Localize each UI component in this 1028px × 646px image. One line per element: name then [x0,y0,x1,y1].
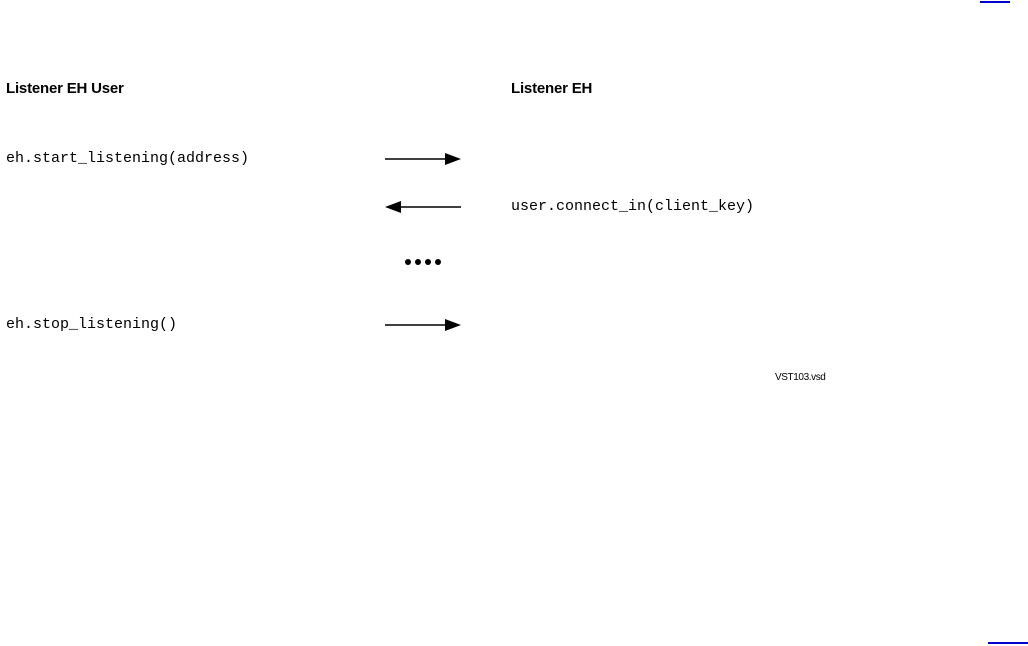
right-arrow [385,153,461,165]
right-column-header: Listener EH [511,80,593,97]
connect-in-call: user.connect_in(client_key) [511,198,755,215]
figure-file-reference: VST103.vsd [775,372,826,383]
left-arrow [385,201,461,213]
start-listening-call: eh.start_listening(address) [6,150,250,167]
bottom-nav-link[interactable] [988,642,1028,644]
top-nav-link[interactable] [980,1,1010,3]
stop-listening-call: eh.stop_listening() [6,316,178,333]
right-arrow [385,319,461,331]
left-column-header: Listener EH User [6,80,124,97]
ellipsis-dots [405,259,441,265]
